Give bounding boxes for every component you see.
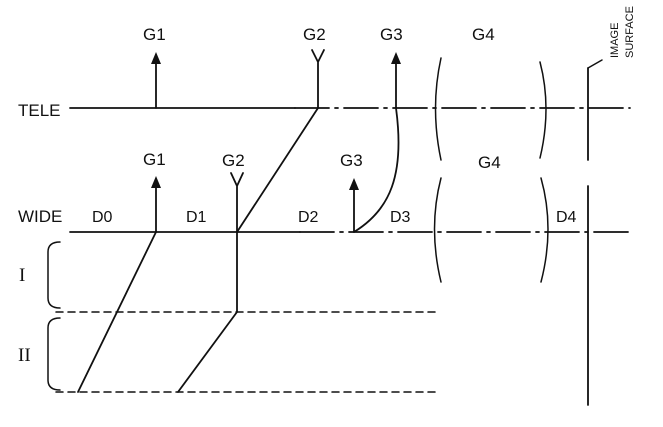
wide-g1-label: G1 — [143, 150, 166, 169]
distance-d3: D3 — [390, 209, 411, 226]
image-surface-label-line1: IMAGE — [609, 23, 621, 58]
distance-d1: D1 — [186, 209, 207, 226]
wide-g4-label: G4 — [478, 153, 501, 172]
g2-trajectory — [236, 107, 319, 233]
range-ii-bracket — [47, 317, 61, 391]
tele-g2-fork — [311, 49, 325, 109]
g3-trajectory — [353, 107, 400, 233]
distance-d0: D0 — [92, 209, 113, 226]
g1-extension-path — [77, 231, 157, 393]
wide-g4-rear-arc — [540, 177, 549, 283]
tele-g4-label: G4 — [472, 25, 495, 44]
range-i-label: I — [19, 265, 25, 286]
distance-d4: D4 — [556, 209, 577, 226]
tele-g1-arrowhead-icon — [151, 52, 161, 64]
range-ii-label: II — [18, 345, 31, 366]
tele-g2-label: G2 — [303, 25, 326, 44]
wide-g4-front-arc — [433, 177, 442, 283]
tele-g3-arrowhead-icon — [391, 52, 401, 64]
wide-g2-label: G2 — [222, 151, 245, 170]
g2-extension-path — [177, 231, 238, 393]
image-surface-leader — [587, 59, 603, 69]
wide-g3-label: G3 — [340, 151, 363, 170]
range-i-bracket — [47, 241, 61, 309]
tele-g4-front-arc — [434, 57, 442, 161]
wide-g3-arrowhead-icon — [349, 178, 359, 190]
tele-g4-rear-arc — [539, 61, 547, 159]
image-surface-label-line2: SURFACE — [624, 6, 636, 58]
tele-g3-label: G3 — [380, 25, 403, 44]
tele-g1-label: G1 — [143, 25, 166, 44]
tele-label: TELE — [18, 101, 61, 120]
wide-g1-arrowhead-icon — [151, 176, 161, 188]
wide-g2-fork — [230, 172, 244, 233]
wide-label: WIDE — [18, 207, 62, 226]
distance-d2: D2 — [298, 209, 319, 226]
